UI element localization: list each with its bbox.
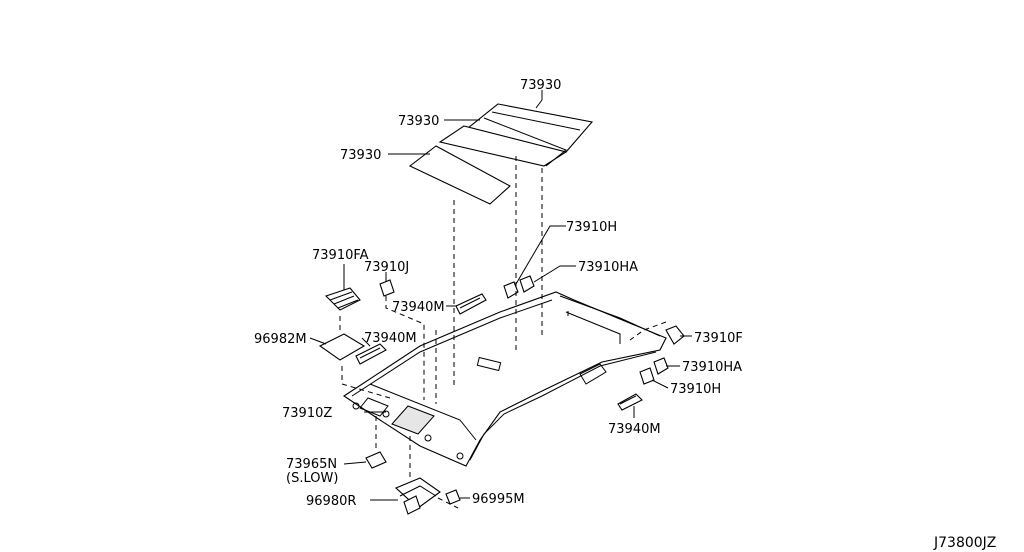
label-73930-rear: 73930 (520, 78, 561, 93)
assist-grip-left (355, 343, 387, 365)
switch-96995m (445, 489, 461, 505)
label-73910h-upper: 73910H (566, 220, 617, 235)
diagram-code: J73800JZ (933, 535, 996, 551)
map-lamp-96980r (394, 477, 441, 515)
label-73910j: 73910J (364, 260, 409, 275)
roof-pad-front (408, 145, 511, 205)
assist-grip-upper (455, 293, 487, 315)
clip-73910j (379, 279, 395, 297)
label-96982m: 96982M (254, 332, 307, 347)
label-73910ha-right: 73910HA (682, 360, 742, 375)
clip-73910h-right (639, 367, 655, 385)
label-73930-middle: 73930 (398, 114, 439, 129)
label-73940m-upper: 73940M (392, 300, 445, 315)
label-73910fa: 73910FA (312, 248, 369, 263)
roof-pad-middle (438, 117, 568, 167)
label-96995m: 96995M (472, 492, 525, 507)
assist-grip-right (617, 393, 643, 411)
clip-73910ha-upper (519, 275, 535, 293)
label-73940m-right: 73940M (608, 422, 661, 437)
label-73910z: 73910Z (282, 406, 332, 421)
label-73965n-note: (S.LOW) (286, 471, 338, 486)
label-96980r: 96980R (306, 494, 356, 509)
clip-73910ha-right (653, 357, 669, 375)
bracket-73965n (365, 451, 387, 469)
part-labels: 73930 73930 73930 73910H 73910HA 73910FA… (254, 78, 996, 551)
clip-73910f (665, 325, 685, 345)
console-73910fa (324, 287, 361, 311)
label-73940m-left: 73940M (364, 331, 417, 346)
label-73930-front: 73930 (340, 148, 381, 163)
label-73910f: 73910F (694, 331, 743, 346)
map-lamp-opening (391, 405, 435, 435)
clip-73910h-upper (503, 281, 519, 299)
sunvisor-mirror-96982m (318, 333, 366, 361)
alignment-lines (339, 156, 667, 509)
label-73910h-right: 73910H (670, 382, 721, 397)
leader-lines (309, 90, 692, 501)
label-73965n: 73965N (286, 457, 337, 472)
label-73910ha-upper: 73910HA (578, 260, 638, 275)
headlining-body (343, 291, 667, 467)
